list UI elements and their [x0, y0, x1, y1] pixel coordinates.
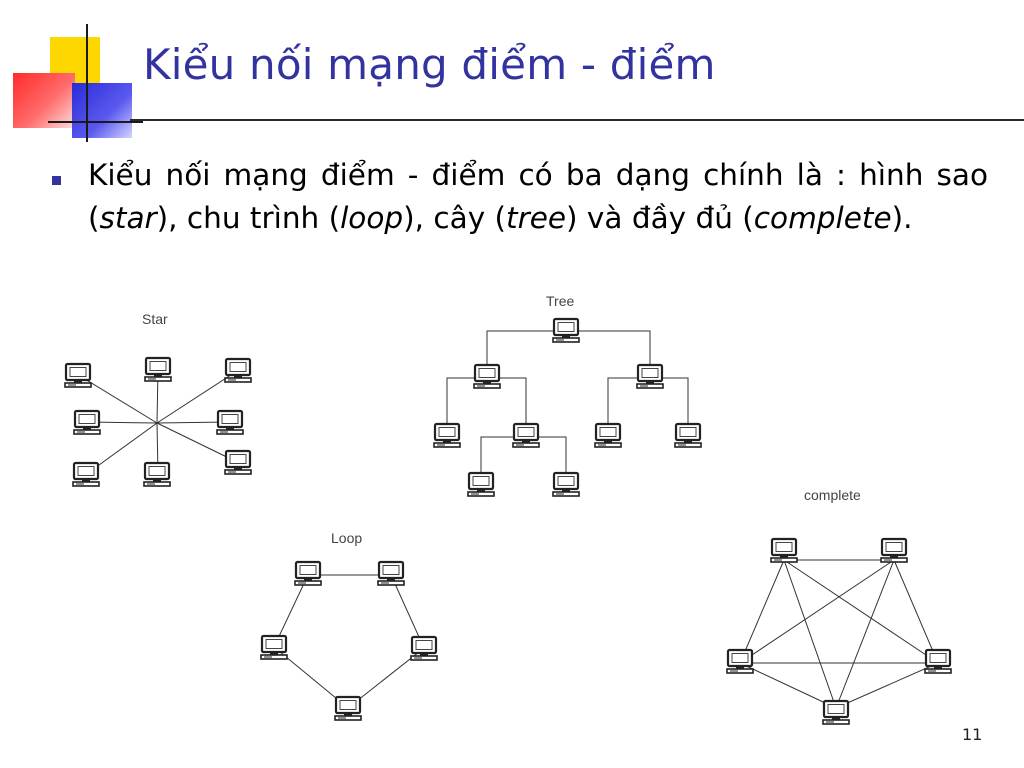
slide-logo — [0, 0, 143, 150]
tree-node-computer-icon — [593, 422, 623, 449]
star-links — [79, 369, 238, 475]
loop-node-computer-icon — [293, 560, 323, 587]
complete-node-computer-icon — [923, 648, 953, 675]
loop-diagram: Loop — [259, 530, 439, 722]
tree-node-computer-icon — [466, 471, 496, 498]
tree-node-computer-icon — [472, 363, 502, 390]
bullet-text-part: ), cây ( — [403, 201, 507, 235]
loop-node-computer-icon — [409, 635, 439, 662]
logo-horizontal-line — [48, 121, 143, 123]
tree-node-computer-icon — [551, 471, 581, 498]
complete-node-computer-icon — [769, 537, 799, 564]
star-label: Star — [142, 311, 168, 327]
complete-node-computer-icon — [725, 648, 755, 675]
star-node-computer-icon — [142, 461, 172, 488]
star-node-computer-icon — [63, 362, 93, 389]
tree-links — [446, 330, 689, 474]
star-diagram: Star — [63, 311, 253, 488]
star-node-computer-icon — [223, 357, 253, 384]
bullet-text: Kiểu nối mạng điểm - điểm có ba dạng chí… — [88, 154, 988, 240]
tree-label: Tree — [546, 293, 574, 309]
tree-node-computer-icon — [511, 422, 541, 449]
page-number: 11 — [962, 725, 983, 744]
slide-title: Kiểu nối mạng điểm - điểm — [143, 40, 716, 89]
bullet-text-part: Kiểu nối mạng điểm - điểm có ba dạng chí… — [88, 158, 988, 235]
term-loop: loop — [340, 201, 404, 235]
bullet-square-icon — [52, 176, 61, 185]
title-underline — [130, 119, 1024, 121]
complete-diagram: complete — [725, 487, 953, 726]
term-complete: complete — [753, 201, 892, 235]
term-tree: tree — [506, 201, 567, 235]
star-node-computer-icon — [223, 449, 253, 476]
loop-node-computer-icon — [333, 695, 363, 722]
term-star: star — [99, 201, 157, 235]
loop-node-computer-icon — [259, 634, 289, 661]
bullet-text-part: ), chu trình ( — [156, 201, 341, 235]
tree-node-computer-icon — [551, 317, 581, 344]
loop-node-computer-icon — [376, 560, 406, 587]
tree-node-computer-icon — [635, 363, 665, 390]
complete-node-computer-icon — [879, 537, 909, 564]
star-node-computer-icon — [143, 356, 173, 383]
logo-red-square — [13, 73, 75, 128]
loop-label: Loop — [331, 530, 362, 546]
complete-links — [739, 559, 939, 709]
bullet-text-part: ). — [891, 201, 913, 235]
complete-label: complete — [804, 487, 861, 503]
logo-blue-square — [72, 83, 132, 138]
tree-diagram: Tree — [432, 293, 703, 498]
star-node-computer-icon — [215, 409, 245, 436]
tree-node-computer-icon — [432, 422, 462, 449]
star-node-computer-icon — [72, 409, 102, 436]
bullet-text-part: ) và đầy đủ ( — [566, 201, 754, 235]
complete-node-computer-icon — [821, 699, 851, 726]
logo-vertical-line — [86, 24, 88, 142]
loop-links — [273, 574, 425, 709]
tree-node-computer-icon — [673, 422, 703, 449]
star-node-computer-icon — [71, 461, 101, 488]
